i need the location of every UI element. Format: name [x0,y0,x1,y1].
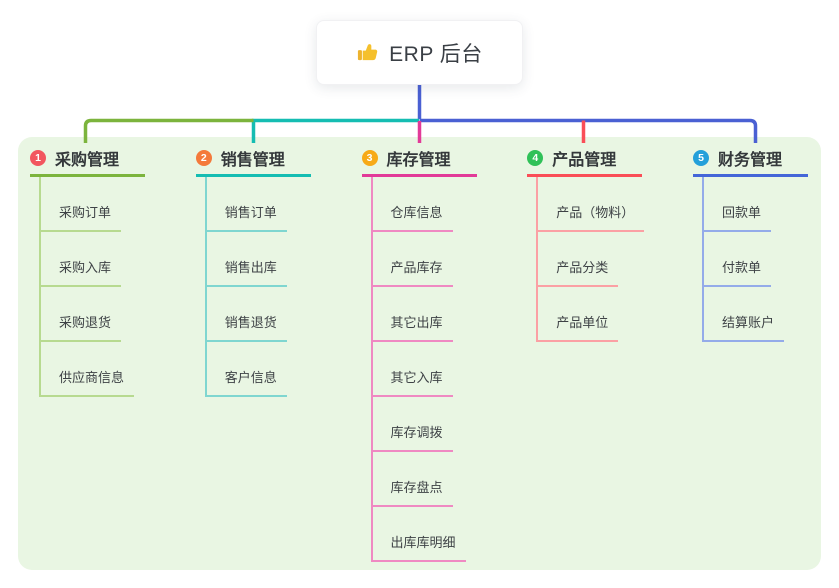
child-node-label: 结算账户 [704,312,785,342]
child-node[interactable]: 产品分类 [538,232,677,287]
branch-children: 销售订单销售出库销售退货客户信息 [204,177,346,397]
branch: 5 财务管理 回款单付款单结算账户 [693,147,839,342]
child-node-label: 供应商信息 [41,367,135,397]
child-node-label: 采购退货 [41,312,122,342]
child-node[interactable]: 产品单位 [538,287,677,342]
child-node[interactable]: 库存调拨 [372,397,512,452]
child-node-label: 其它入库 [372,367,453,397]
child-node[interactable]: 供应商信息 [41,342,180,397]
branch-node[interactable]: 3 库存管理 [361,147,477,177]
branch: 3 库存管理 仓库信息产品库存其它出库其它入库库存调拨库存盘点出库库明细 [361,147,512,562]
child-node[interactable]: 库存盘点 [372,452,512,507]
child-node-label: 付款单 [704,257,772,287]
child-node-label: 其它出库 [372,312,453,342]
child-node-label: 仓库信息 [372,202,453,232]
child-node[interactable]: 产品（物料） [538,177,677,232]
branch-children: 采购订单采购入库采购退货供应商信息 [39,177,180,397]
branch-number-badge: 4 [527,150,544,166]
child-node[interactable]: 产品库存 [372,232,512,287]
root-node-title: ERP 后台 [389,42,483,66]
child-node-label: 销售出库 [206,257,287,287]
child-node[interactable]: 仓库信息 [372,177,512,232]
child-node[interactable]: 回款单 [704,177,839,232]
branch-number-badge: 3 [361,150,378,166]
branch-number-badge: 2 [195,150,212,166]
child-node[interactable]: 客户信息 [206,342,346,397]
root-node[interactable]: ERP 后台 [316,20,523,85]
child-node-label: 库存盘点 [372,477,453,507]
child-node-label: 客户信息 [206,367,287,397]
child-node-label: 库存调拨 [372,422,453,452]
child-node-label: 销售退货 [206,312,287,342]
branch-title: 销售管理 [220,152,285,169]
branch-node[interactable]: 5 财务管理 [693,147,808,177]
branch-number-badge: 5 [693,150,709,166]
branch: 2 销售管理 销售订单销售出库销售退货客户信息 [195,147,346,397]
branch-children: 产品（物料） 产品分类产品单位 [536,177,677,342]
child-node[interactable]: 结算账户 [704,287,839,342]
child-node[interactable]: 采购入库 [41,232,180,287]
branch-children: 回款单付款单结算账户 [702,177,839,342]
branch-number-badge: 1 [30,150,46,166]
child-node[interactable]: 付款单 [704,232,839,287]
child-node[interactable]: 其它出库 [372,287,512,342]
child-node-label: 产品库存 [372,257,453,287]
branch: 4 产品管理 产品（物料） 产品分类产品单位 [527,147,677,342]
child-node-label: 回款单 [704,202,772,232]
branch-title: 采购管理 [55,152,120,169]
child-node[interactable]: 销售订单 [206,177,346,232]
branch-node[interactable]: 1 采购管理 [30,147,145,177]
branch-children: 仓库信息产品库存其它出库其它入库库存调拨库存盘点出库库明细 [370,177,512,562]
branches-background-panel [18,137,821,570]
branch-title: 库存管理 [386,152,451,169]
thumbs-up-icon [356,41,379,64]
child-node[interactable]: 出库库明细 [372,507,512,562]
child-node-label: 出库库明细 [372,532,466,562]
child-node[interactable]: 采购退货 [41,287,180,342]
child-node-label: 采购入库 [41,257,122,287]
branch-title: 产品管理 [552,152,617,169]
child-node[interactable]: 采购订单 [41,177,180,232]
child-node[interactable]: 销售出库 [206,232,346,287]
child-node[interactable]: 其它入库 [372,342,512,397]
child-node-label: 产品分类 [538,257,619,287]
branch-node[interactable]: 2 销售管理 [195,147,311,177]
child-node-label: 销售订单 [206,202,287,232]
child-node-label: 产品单位 [538,312,619,342]
child-node-label: 采购订单 [41,202,122,232]
branch-node[interactable]: 4 产品管理 [527,147,643,177]
branch-title: 财务管理 [718,152,783,169]
branch: 1 采购管理 采购订单采购入库采购退货供应商信息 [30,147,180,397]
child-node[interactable]: 销售退货 [206,287,346,342]
child-node-label: 产品（物料） [538,202,645,232]
